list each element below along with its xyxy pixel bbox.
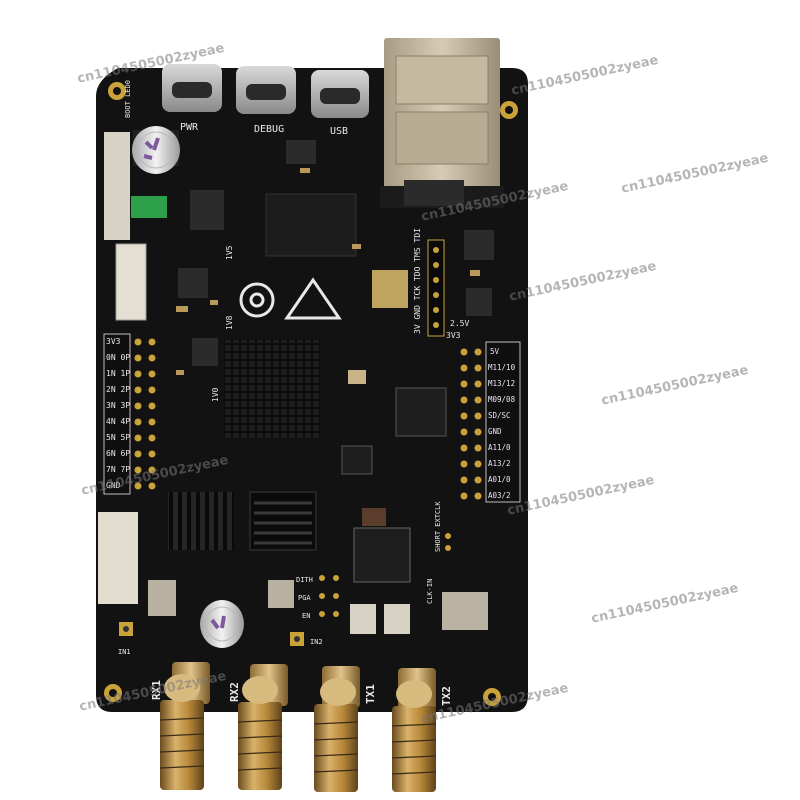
sma-label-rx1: RX1 — [150, 680, 163, 700]
sma-connector-rx2 — [238, 664, 288, 790]
label-in2: IN2 — [310, 638, 323, 646]
svg-text:5N 5P: 5N 5P — [106, 433, 130, 442]
sma-connector-tx2 — [392, 668, 436, 792]
fpga-heatsink — [224, 340, 320, 438]
qfp-chip-right — [395, 387, 447, 437]
svg-text:A13/2: A13/2 — [488, 459, 511, 468]
svg-text:GND: GND — [106, 481, 121, 490]
svg-text:4N 4P: 4N 4P — [106, 417, 130, 426]
jumper-pins — [319, 533, 451, 617]
label-1v0: 1V0 — [211, 387, 220, 402]
left-header-labels: 3V3 0N 0P 1N 1P 2N 2P 3N 3P 4N 4P 5N 5P … — [103, 333, 131, 495]
gear-logo — [239, 282, 275, 318]
usb-label-debug: DEBUG — [254, 124, 284, 135]
svg-text:2N 2P: 2N 2P — [106, 385, 130, 394]
capacitor-bottom — [200, 600, 244, 648]
ufl-connector-in1 — [119, 622, 133, 636]
svg-text:M11/10: M11/10 — [488, 363, 516, 372]
svg-text:7N 7P: 7N 7P — [106, 465, 130, 474]
left-header-pins — [134, 338, 156, 490]
sma-label-tx1: TX1 — [364, 684, 377, 704]
svg-text:GND: GND — [488, 427, 502, 436]
usb-c-connectors — [162, 64, 369, 118]
svg-text:0N 0P: 0N 0P — [106, 353, 130, 362]
svg-text:6N 6P: 6N 6P — [106, 449, 130, 458]
label-short-extclk: SHORT EXTCLK — [434, 501, 442, 552]
sma-threads — [159, 717, 437, 775]
svg-text:3N 3P: 3N 3P — [106, 401, 130, 410]
svg-text:A03/2: A03/2 — [488, 491, 511, 500]
oscillator — [442, 592, 488, 630]
svg-text:5V: 5V — [490, 347, 500, 356]
white-connector-left — [104, 132, 130, 240]
label-pga: PGA — [298, 594, 311, 602]
smd-components — [178, 140, 494, 366]
gold-pad-block — [372, 270, 408, 308]
label-2v5: 2.5V — [450, 319, 469, 328]
label-3v3: 3V3 — [446, 331, 461, 340]
usb-label-pwr: PWR — [180, 122, 199, 133]
capacitor-top — [132, 126, 180, 174]
small-chip — [341, 445, 373, 475]
ethernet-jack — [380, 38, 504, 208]
triangle-logo — [284, 277, 342, 320]
svg-text:A11/0: A11/0 — [488, 443, 511, 452]
qfp-chip-lower — [353, 527, 411, 583]
svg-text:M13/12: M13/12 — [488, 379, 515, 388]
smd-pads — [176, 168, 480, 375]
sma-label-rx2: RX2 — [228, 682, 241, 702]
usb-label-usb: USB — [330, 126, 348, 137]
svg-text:M09/08: M09/08 — [488, 395, 516, 404]
label-1v8: 1V8 — [225, 315, 234, 330]
white-label-lower — [98, 512, 138, 604]
ufl-connector-in2 — [290, 632, 304, 646]
label-1v5: 1V5 — [225, 245, 234, 260]
jtag-pins — [433, 247, 439, 328]
jtag-label: 3V GND TCK TDO TMS TDI — [413, 228, 422, 334]
svg-text:1N 1P: 1N 1P — [106, 369, 130, 378]
heatsink-lower-mid — [249, 491, 317, 551]
svg-text:A01/0: A01/0 — [488, 475, 511, 484]
label-dith: DITH — [296, 576, 313, 584]
sma-label-tx2: TX2 — [440, 686, 453, 706]
ddr-memory-chip — [265, 193, 357, 257]
label-boot: BOOT LED0 — [124, 80, 132, 118]
svg-text:SD/SC: SD/SC — [488, 411, 511, 420]
green-terminal — [131, 196, 167, 218]
right-header-labels: 5V M11/10 M13/12 M09/08 SD/SC GND A11/0 … — [485, 341, 521, 503]
right-header-pins — [460, 348, 482, 500]
fpc-connector — [115, 243, 147, 321]
label-en: EN — [302, 612, 310, 620]
heatsink-lower-left — [168, 492, 234, 550]
sma-connector-rx1 — [160, 662, 210, 790]
label-clk-in: CLK-IN — [426, 579, 434, 604]
label-in1: IN1 — [118, 648, 131, 656]
svg-text:3V3: 3V3 — [106, 337, 121, 346]
